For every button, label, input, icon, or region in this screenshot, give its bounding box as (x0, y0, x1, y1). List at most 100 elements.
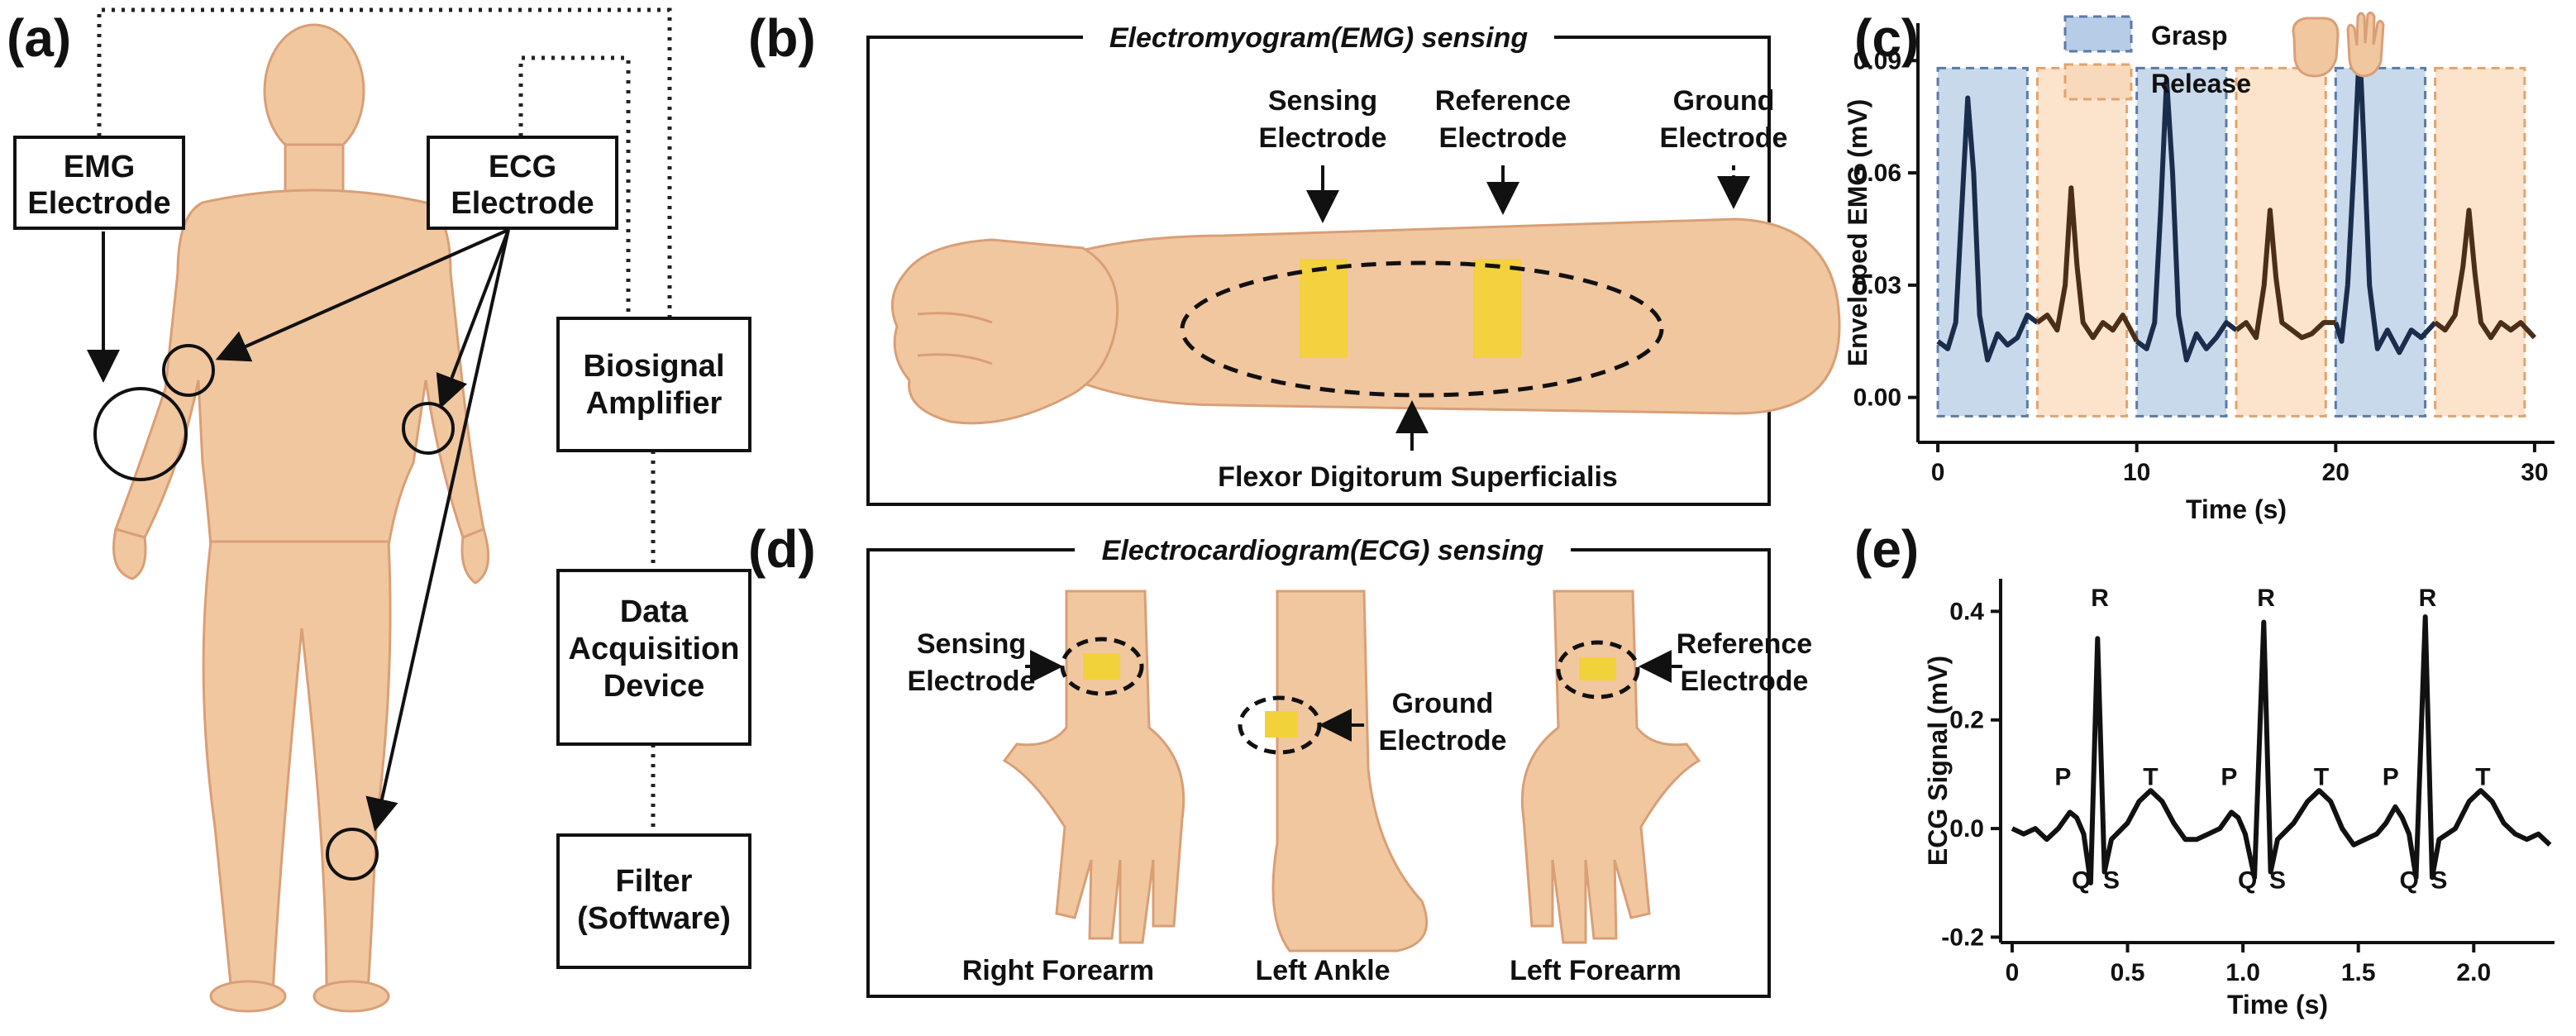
filter-line-2: (Software) (577, 901, 731, 936)
electrode-markers (93, 344, 455, 881)
ecg-box-line-1: ECG (489, 150, 556, 184)
emg-electrode-box: EMG Electrode (13, 136, 185, 230)
emg-grasp-trace (1936, 95, 2039, 363)
ecg-ground-label-2: Electrode (1379, 725, 1507, 757)
phase-box-grasp (2135, 66, 2228, 418)
emg-x-tick-label: 10 (2123, 459, 2150, 486)
dotted-wiring (97, 7, 672, 835)
ecg-wave-label-r: R (2091, 585, 2109, 612)
daq-line-1: Data (620, 594, 689, 629)
legend-swatch-release (2063, 63, 2133, 101)
ecg-label-arrows (1025, 650, 1682, 742)
emg-x-tick-label: 30 (2521, 459, 2548, 486)
ecg-wave-label-t: T (2475, 764, 2490, 791)
ecg-wave-label-s: S (2431, 867, 2447, 894)
phase-box-release (2235, 66, 2327, 418)
emg-x-tick-label: 20 (2322, 459, 2349, 486)
ecg-wave-label-s: S (2103, 867, 2120, 894)
phase-box-release (2434, 66, 2526, 418)
panel-label-d: (d) (748, 519, 816, 579)
ecg-y-tick-label: -0.2 (1941, 924, 1984, 951)
emg-y-tick-label: 0.00 (1853, 384, 1901, 412)
panel-label-b: (b) (748, 8, 816, 68)
forearm-illustration (890, 217, 1841, 425)
muscle-region-outline (1180, 260, 1664, 398)
emg-reference-label-1: Reference (1435, 85, 1571, 117)
emg-reference-label-2: Electrode (1439, 122, 1567, 154)
human-body-illustration (112, 23, 490, 1013)
emg-reference-electrode-pad (1473, 259, 1521, 358)
panel-label-c: (c) (1854, 8, 1919, 68)
emg-sensing-electrode-pad (1300, 259, 1348, 358)
ecg-x-tick-label: 1.5 (2341, 959, 2376, 986)
filter-box: Filter (Software) (556, 833, 751, 969)
ecg-wave-label-t: T (2314, 764, 2329, 791)
emg-sensing-label-2: Electrode (1259, 122, 1387, 154)
caption-right-forearm: Right Forearm (962, 955, 1154, 986)
filter-line-1: Filter (616, 864, 693, 899)
emg-x-axis-label: Time (s) (2186, 494, 2287, 524)
electrode-arrows (87, 228, 510, 832)
muscle-label: Flexor Digitorum Superficialis (1218, 461, 1618, 493)
ecg-x-tick-label: 1.0 (2225, 959, 2260, 986)
phase-box-release (2035, 66, 2129, 418)
emg-grasp-trace (2333, 43, 2437, 356)
ecg-electrode-box: ECG Electrode (427, 136, 618, 230)
emg-box-line-1: EMG (64, 150, 136, 184)
left-forearm-illustration (1520, 590, 1701, 944)
emg-x-tick-label: 0 (1931, 459, 1945, 486)
emg-release-trace (2035, 185, 2140, 343)
emg-y-tick-label: 0.06 (1853, 160, 1901, 187)
biosignal-amplifier-box: Biosignal Amplifier (556, 317, 751, 452)
emg-box-line-2: Electrode (27, 186, 170, 221)
legend-swatch-grasp (2063, 15, 2133, 53)
phase-box-grasp (1936, 66, 2029, 418)
legend-label-grasp: Grasp (2151, 21, 2227, 50)
ecg-wave-label-q: Q (2399, 867, 2418, 894)
ecg-sensing-label-2: Electrode (908, 666, 1036, 697)
ecg-y-tick-label: 0.0 (1949, 815, 1984, 843)
ecg-y-tick-label: 0.4 (1949, 598, 1984, 625)
ecg-x-tick-label: 0 (2006, 959, 2020, 986)
ecg-electrode-pads (1083, 653, 1616, 738)
emg-title: Electromyogram(EMG) sensing (1109, 22, 1529, 54)
amplifier-line-2: Amplifier (586, 386, 723, 421)
ecg-wave-label-r: R (2257, 585, 2275, 612)
emg-sensing-label-1: Sensing (1268, 85, 1377, 117)
ecg-wave-label-p: P (2054, 764, 2071, 791)
data-acquisition-box: Data Acquisition Device (556, 569, 751, 746)
emg-release-trace (2235, 208, 2336, 341)
panel-label-e: (e) (1854, 519, 1919, 579)
ecg-x-tick-label: 0.5 (2111, 959, 2145, 986)
ecg-y-axis-label: ECG Signal (mV) (1923, 656, 1953, 866)
ecg-sensing-label-1: Sensing (917, 628, 1026, 660)
ecg-wave-label-q: Q (2072, 867, 2091, 894)
hand-gesture-icons (2292, 11, 2385, 78)
ecg-wave-label-p: P (2383, 764, 2399, 791)
ecg-wave-label-s: S (2269, 867, 2286, 894)
ecg-title-bg (1075, 533, 1571, 566)
right-forearm-illustration (1002, 590, 1185, 944)
emg-y-axis-label: Enveloped EMG (mV) (1843, 99, 1872, 367)
caption-left-forearm: Left Forearm (1510, 955, 1682, 986)
ecg-y-tick-label: 0.2 (1949, 707, 1984, 734)
emg-ground-label-2: Electrode (1660, 122, 1788, 154)
daq-line-2: Acquisition (569, 632, 740, 666)
emg-y-tick-label: 0.03 (1853, 272, 1901, 299)
ecg-wave-label-q: Q (2238, 867, 2257, 894)
ecg-x-tick-label: 2.0 (2456, 959, 2491, 986)
ecg-reference-label-1: Reference (1677, 628, 1812, 660)
ecg-ground-label-1: Ground (1392, 688, 1494, 719)
emg-release-trace (2433, 208, 2537, 341)
emg-y-tick-label: 0.09 (1853, 47, 1901, 74)
panel-label-a: (a) (7, 8, 71, 68)
legend-label-release: Release (2151, 69, 2251, 98)
emg-grasp-trace (2135, 76, 2238, 363)
left-ankle-illustration (1271, 590, 1429, 952)
ecg-wave-label-t: T (2143, 764, 2158, 791)
emg-label-arrows (1306, 165, 1750, 451)
ecg-trace (2011, 614, 2552, 886)
amplifier-line-1: Biosignal (583, 349, 724, 384)
